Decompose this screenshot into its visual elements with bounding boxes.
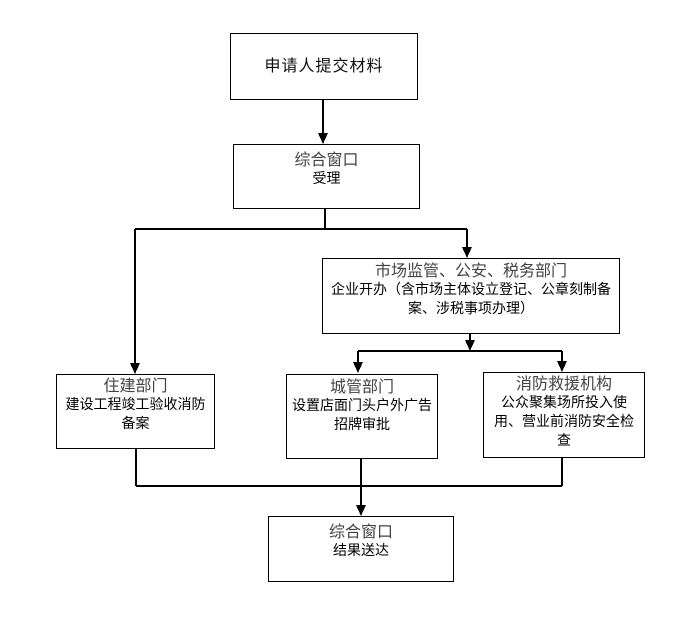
arrowhead-urban: [353, 362, 363, 373]
node-market-regulation: 市场监管、公安、税务部门 企业开办（含市场主体设立登记、公章刻制备案、涉税事项办…: [322, 258, 620, 334]
connector-market-branch: [357, 334, 563, 362]
node-accept-body: 受理: [312, 172, 341, 187]
node-comprehensive-window-accept: 综合窗口 受理: [233, 144, 420, 209]
node-housing-body: 建设工程竣工验收消防备案: [65, 398, 206, 432]
node-fire-body: 公众聚集场所投入使用、营业前消防安全检查: [494, 396, 634, 449]
node-urban-management: 城管部门 设置店面门头户外广告招牌审批: [286, 374, 438, 459]
node-housing-title: 住建部门: [103, 378, 168, 395]
arrowhead-fire: [557, 361, 567, 372]
connector-accept-branch: [134, 208, 468, 363]
node-market-title: 市场监管、公安、税务部门: [374, 263, 567, 280]
arrowhead-branchline: [465, 340, 475, 351]
node-applicant-label: 申请人提交材料: [264, 58, 384, 75]
node-market-body: 企业开办（含市场主体设立登记、公章刻制备案、涉税事项办理）: [331, 283, 611, 317]
arrowhead-accept: [318, 133, 328, 144]
node-comprehensive-window-deliver: 综合窗口 结果送达: [268, 516, 454, 582]
node-deliver-body: 结果送达: [333, 544, 389, 559]
node-deliver-title: 综合窗口: [328, 524, 393, 541]
node-urban-title: 城管部门: [329, 379, 394, 396]
arrowhead-market: [462, 247, 472, 258]
node-applicant: 申请人提交材料: [230, 33, 418, 100]
node-urban-body: 设置店面门头户外广告招牌审批: [292, 399, 432, 433]
node-fire-rescue: 消防救援机构 公众聚集场所投入使用、营业前消防安全检查: [483, 372, 645, 458]
node-accept-title: 综合窗口: [294, 152, 359, 169]
arrowhead-deliver: [356, 505, 366, 516]
arrowhead-housing: [130, 363, 140, 374]
connector-collect-deliver: [135, 449, 563, 505]
node-fire-title: 消防救援机构: [515, 376, 612, 393]
node-housing-department: 住建部门 建设工程竣工验收消防备案: [56, 374, 215, 449]
